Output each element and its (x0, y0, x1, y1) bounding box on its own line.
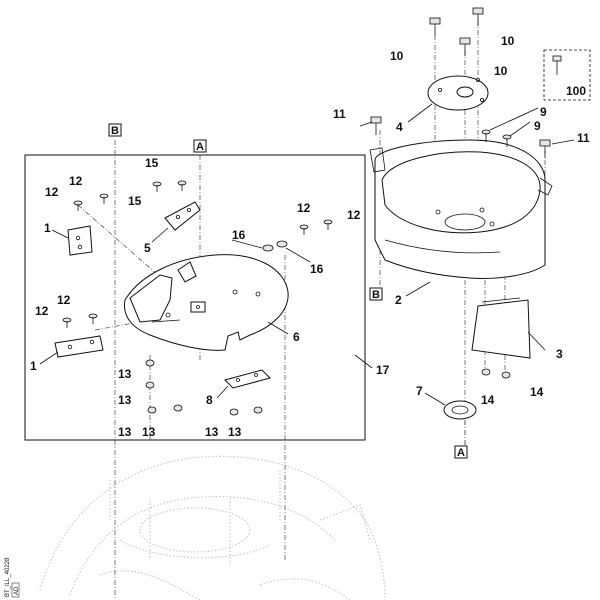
flap-part-3 (471, 297, 531, 359)
illustration-reference-code: BT_ILL_40228 AD (5, 557, 20, 598)
callout-14-a: 14 (481, 393, 495, 407)
screws-group (62, 180, 333, 328)
callout-15-a: 15 (145, 156, 159, 170)
callout-100: 100 (566, 84, 586, 98)
svg-text:A: A (196, 141, 204, 153)
bracket-part-1-lower (54, 335, 104, 358)
callout-12-f: 12 (347, 208, 361, 222)
callout-13-b: 13 (118, 393, 132, 407)
callout-1-lower: 1 (30, 359, 37, 373)
bracket-part-5 (164, 201, 201, 231)
top-plate-part-4 (427, 75, 489, 111)
callout-12-b: 12 (69, 174, 83, 188)
callout-10-b: 10 (501, 34, 515, 48)
screw-9-b (502, 134, 512, 147)
callout-12-d: 12 (57, 293, 71, 307)
callout-9-b: 9 (534, 119, 541, 133)
callout-12-a: 12 (45, 185, 59, 199)
callout-11-a: 11 (333, 107, 346, 121)
bracket-part-1-upper (67, 225, 93, 256)
nuts-13 (145, 359, 263, 416)
screw-12-d (88, 313, 98, 324)
callout-1-upper: 1 (44, 221, 51, 235)
svg-text:A: A (457, 447, 465, 459)
callout-11-b: 11 (577, 131, 590, 145)
callout-4: 4 (396, 120, 403, 134)
callout-10-c: 10 (494, 64, 508, 78)
ref-marker-a-top: A (193, 139, 207, 153)
screw-10-a (429, 17, 441, 36)
screw-10-c (459, 37, 471, 56)
svg-text:B: B (372, 289, 380, 301)
ref-marker-a-bottom: A (454, 445, 468, 459)
ref-marker-b-top: B (108, 123, 122, 137)
baffle-plate-part-6 (123, 254, 289, 351)
screw-15-b (177, 180, 187, 191)
screw-12-b (99, 193, 109, 204)
nuts-14 (481, 368, 511, 379)
screw-12-a (73, 200, 83, 211)
svg-text:AD: AD (14, 586, 20, 595)
screw-10-b (472, 7, 484, 26)
callout-16-b: 16 (310, 262, 324, 276)
callout-16-a: 16 (232, 228, 246, 242)
svg-text:B: B (111, 125, 119, 137)
callout-12-c: 12 (35, 304, 49, 318)
callout-3: 3 (556, 347, 563, 361)
callout-2: 2 (395, 293, 402, 307)
callout-labels: 1 1 2 3 4 5 6 7 8 9 9 10 10 10 11 11 12 … (30, 34, 590, 439)
washer-part-7 (443, 400, 477, 420)
screw-11-a (370, 116, 382, 135)
engine-housing-outline (39, 455, 386, 600)
callout-17: 17 (376, 363, 390, 377)
callout-13-d: 13 (142, 425, 156, 439)
part-100-kit-box (543, 49, 591, 101)
housing-part-2 (369, 139, 553, 279)
screw-12-f (323, 219, 333, 230)
callout-10-a: 10 (390, 49, 404, 63)
ref-marker-b-right: B (369, 287, 383, 301)
callout-8: 8 (206, 393, 213, 407)
callout-7: 7 (416, 384, 423, 398)
leader-lines (39, 103, 575, 406)
callout-13-e: 13 (205, 425, 219, 439)
callout-5: 5 (144, 241, 151, 255)
svg-text:BT_ILL_40228: BT_ILL_40228 (5, 557, 11, 597)
callout-6: 6 (293, 330, 300, 344)
callout-15-b: 15 (128, 194, 142, 208)
nuts-16 (262, 240, 288, 252)
callout-13-a: 13 (118, 367, 132, 381)
assembly-frame-17 (24, 154, 366, 441)
screw-12-c (62, 317, 72, 328)
screw-12-e (299, 224, 309, 235)
callout-12-e: 12 (297, 201, 311, 215)
callout-13-c: 13 (118, 425, 132, 439)
callout-9-a: 9 (540, 105, 547, 119)
callout-14-b: 14 (530, 385, 544, 399)
screw-9-a (481, 129, 491, 142)
screws-top-right (370, 7, 551, 158)
plate-part-8 (224, 369, 271, 389)
callout-13-f: 13 (228, 425, 242, 439)
screw-15-a (152, 181, 162, 192)
screw-11-b (539, 139, 551, 158)
